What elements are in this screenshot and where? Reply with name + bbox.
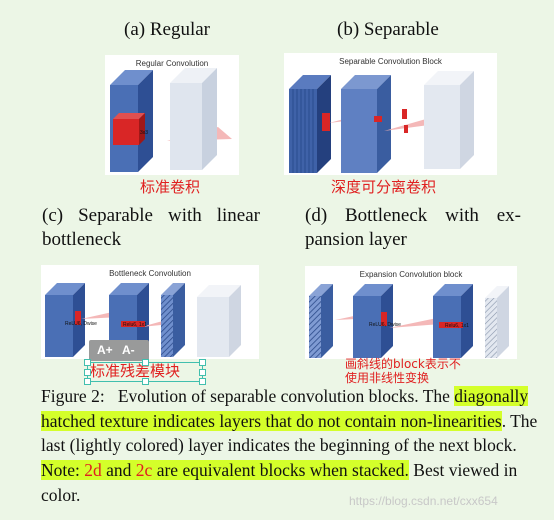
annotation-expansion-line2: 使用非线性变换	[345, 371, 430, 385]
caption-b: (b) Separable	[337, 19, 439, 40]
caption-text-2: . The last (lightly colored) layer indic…	[41, 410, 538, 456]
caption-d-line1: (d) Bottleneck with ex-	[305, 205, 521, 226]
highlighted-equivalence-note: Note: 2d and 2c are equivalent blocks wh…	[41, 460, 409, 481]
separable-convolution-diagram	[289, 71, 474, 173]
resize-handle-tr[interactable]	[199, 359, 206, 366]
resize-handle-bl[interactable]	[84, 378, 91, 385]
caption-c-line2: bottleneck	[42, 229, 122, 250]
caption-and: and	[101, 460, 136, 481]
pointwise-label: Relu6, 1x1	[123, 322, 147, 328]
regular-convolution-diagram	[110, 68, 232, 172]
caption-d-line2: pansion layer	[305, 229, 407, 250]
font-size-toolbar: A+ A-	[89, 340, 149, 361]
kernel-label: 3x3	[140, 130, 149, 136]
annotation-expansion-line1: 画斜线的block表示不	[345, 357, 461, 371]
resize-handle-tm[interactable]	[142, 359, 149, 366]
caption-a: (a) Regular	[124, 19, 210, 40]
bottleneck-convolution-diagram	[45, 283, 241, 357]
pointwise-label: Relu6, 1x1	[445, 323, 469, 329]
panel-title: Expansion Convolution block	[359, 270, 463, 279]
caption-c-line1: (c) Separable with linear	[42, 205, 260, 226]
resize-handle-ml[interactable]	[84, 369, 91, 376]
increase-font-button[interactable]: A+	[97, 343, 113, 357]
note-label: Note:	[41, 460, 85, 481]
caption-text-1: Evolution of separable convolution block…	[117, 386, 450, 406]
annotation-regular: 标准卷积	[140, 178, 201, 196]
ref-2d[interactable]: 2d	[84, 460, 102, 481]
panel-bottleneck-convolution: Bottleneck Convolution ReLU6, Dwise Relu…	[41, 265, 259, 359]
panel-title: Separable Convolution Block	[339, 57, 442, 66]
figure-caption: Figure 2: Evolution of separable convolu…	[41, 384, 541, 508]
decrease-font-button[interactable]: A-	[122, 343, 135, 357]
panel-title: Regular Convolution	[135, 59, 209, 68]
annotation-bottleneck[interactable]: 标准残差模块	[90, 362, 181, 380]
panel-title: Bottleneck Convolution	[109, 269, 191, 278]
caption-text-3: Best viewed in color.	[41, 460, 518, 505]
ref-2c[interactable]: 2c	[135, 460, 153, 481]
panel-regular-convolution: Regular Convolution 3x3	[105, 55, 239, 175]
expansion-convolution-diagram	[309, 284, 509, 358]
caption-equivalent: are equivalent blocks when stacked.	[152, 460, 409, 481]
resize-handle-tl[interactable]	[84, 359, 91, 366]
selected-annotation-box[interactable]: 标准残差模块	[84, 359, 206, 385]
resize-handle-mr[interactable]	[199, 369, 206, 376]
watermark: https://blog.csdn.net/cxx654	[349, 494, 498, 508]
resize-handle-br[interactable]	[199, 378, 206, 385]
panel-separable-convolution: Separable Convolution Block	[284, 53, 497, 175]
resize-handle-bm[interactable]	[142, 378, 149, 385]
panel-expansion-convolution: Expansion Convolution block ReLU6, Dwi	[305, 266, 517, 359]
figure-label: Figure 2:	[41, 386, 105, 406]
annotation-separable: 深度可分离卷积	[331, 178, 437, 196]
dwise-label: ReLU6, Dwise	[369, 322, 401, 328]
dwise-label: ReLU6, Dwise	[65, 321, 97, 327]
